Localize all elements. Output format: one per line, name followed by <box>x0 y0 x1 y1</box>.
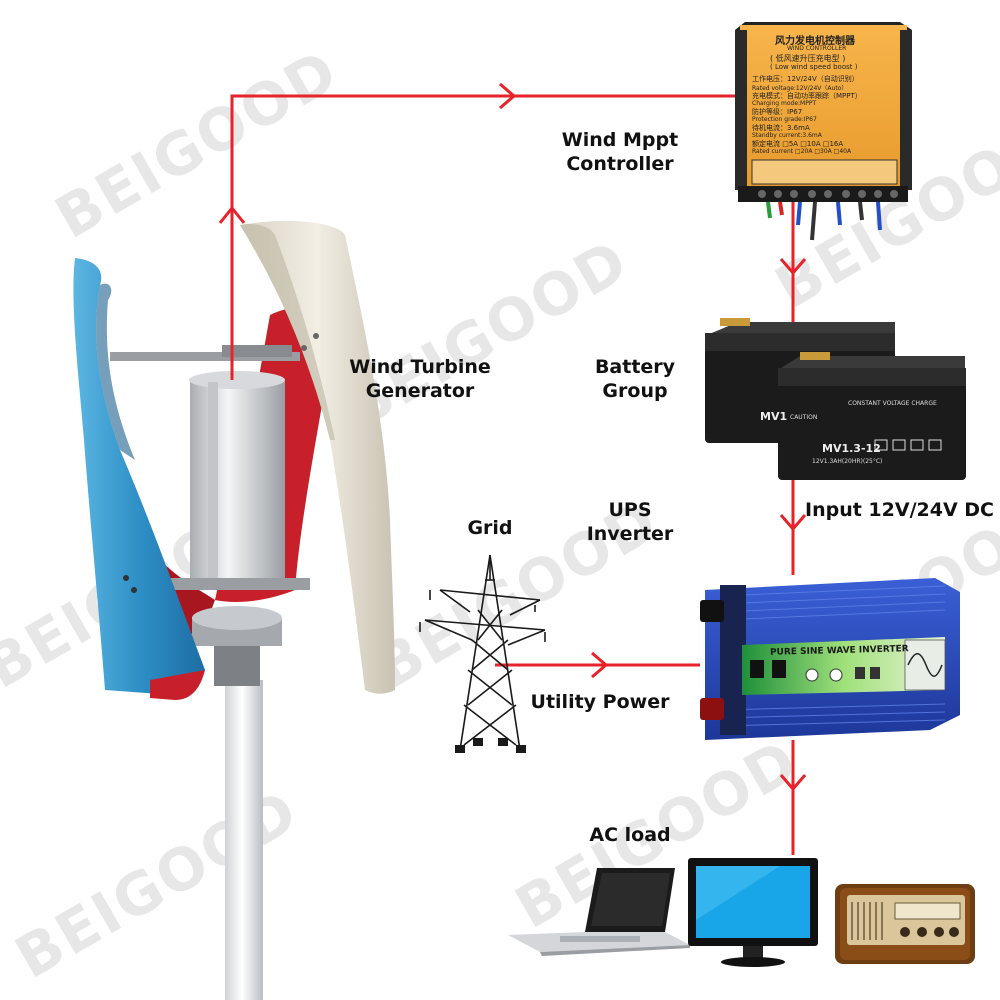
controller-subtitle-en: ( Low wind speed boost ) <box>770 63 858 71</box>
arrow-right <box>591 651 609 679</box>
controller-title-en: WIND CONTROLLER <box>787 45 847 52</box>
turbine-pole <box>225 680 263 1000</box>
generator-cylinder <box>190 378 285 586</box>
controller-current-row: 额定电流 □5A □10A □16A <box>752 140 844 148</box>
arrow-down <box>779 258 807 276</box>
power-tower <box>419 554 546 751</box>
label-line: Inverter <box>586 523 674 545</box>
controller-line: Charging mode:MPPT <box>752 100 817 107</box>
label-grid: Grid <box>467 517 513 539</box>
label-line: Generator <box>365 380 475 402</box>
label-battery: Battery Group <box>575 355 695 403</box>
label-line: Wind Turbine <box>349 356 491 378</box>
tower-feet <box>455 738 526 753</box>
wind-turbine <box>73 220 395 1000</box>
controller-line: 防护等级：IP67 <box>752 108 803 116</box>
white-blade <box>240 220 395 694</box>
battery-header-front: CONSTANT VOLTAGE CHARGE <box>848 400 937 407</box>
label-line: Wind Mppt <box>561 129 679 151</box>
label-line: UPS <box>608 499 652 521</box>
battery-group <box>705 318 966 480</box>
wind-controller <box>735 22 912 241</box>
monitor <box>688 858 818 967</box>
laptop <box>508 868 690 956</box>
controller-line: 待机电流：3.6mA <box>752 124 810 132</box>
label-wind-turbine: Wind Turbine Generator <box>330 355 510 403</box>
battery-spec-front: 12V1.3AH(20HR)(25°C) <box>812 458 883 465</box>
blue-blade <box>73 258 205 695</box>
battery-model-back: MV1 <box>760 410 788 423</box>
ups-inverter <box>700 578 960 740</box>
flow-lines <box>230 94 795 855</box>
label-line: Group <box>602 380 668 402</box>
battery-model-front: MV1.3-12 <box>822 442 881 455</box>
label-ups-inverter: UPS Inverter <box>570 498 690 546</box>
arrow-right <box>499 82 517 110</box>
controller-title-cn: 风力发电机控制器 <box>775 36 855 47</box>
label-line: Battery <box>594 356 676 378</box>
controller-current-row: Rated current □20A □30A □40A <box>752 148 852 155</box>
arrow-up <box>218 205 246 224</box>
controller-subtitle: ( 低风速升压充电型 ) <box>770 54 846 63</box>
controller-line: 充电模式：自动功率跟踪（MPPT） <box>752 92 862 100</box>
controller-line: Rated voltage:12V/24V（Auto） <box>752 85 848 92</box>
controller-line: 工作电压：12V/24V（自动识别） <box>752 75 859 83</box>
label-ac-load: AC load <box>589 824 671 846</box>
arrow-down <box>779 774 807 792</box>
flow-arrowheads <box>218 82 807 792</box>
label-line: Controller <box>566 153 674 175</box>
label-utility-power: Utility Power <box>530 691 670 713</box>
label-controller: Wind Mppt Controller <box>540 128 700 176</box>
label-input-dc: Input 12V/24V DC <box>805 499 994 521</box>
controller-line: Protection grade:IP67 <box>752 116 817 123</box>
battery-caution: CAUTION <box>790 414 818 421</box>
radio <box>835 884 975 964</box>
controller-line: Standby current:3.6mA <box>752 132 822 139</box>
arrow-down <box>779 514 807 532</box>
